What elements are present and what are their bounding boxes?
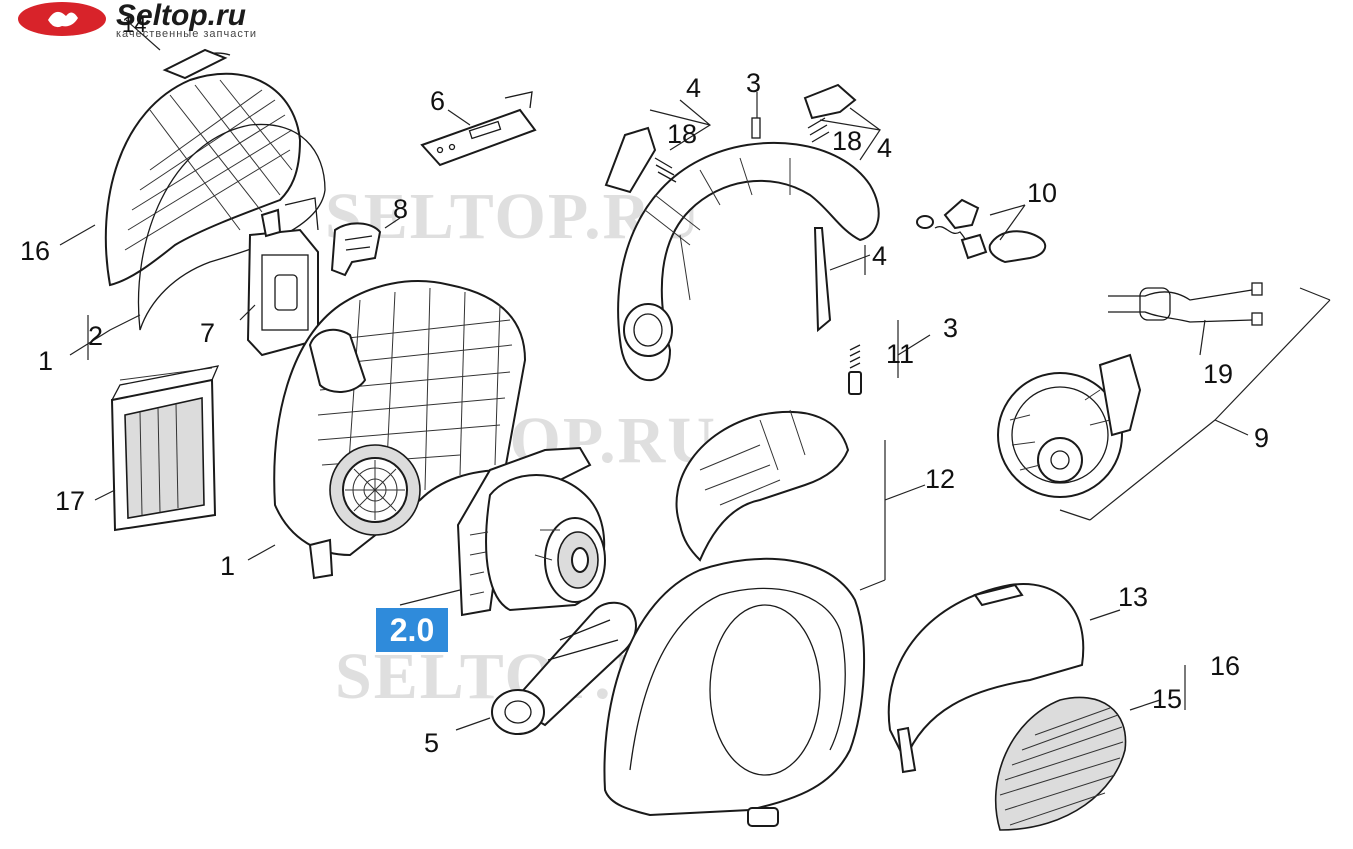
callout-12: 12 [925,464,955,494]
callout-18-right: 18 [832,126,862,156]
callout-9: 9 [1254,423,1269,453]
part-main-housing [273,280,527,580]
part-bracket [330,222,382,277]
part-grille [994,696,1127,831]
part-body-shell [603,557,866,827]
callout-16-left: 16 [20,236,50,266]
callout-4-mid: 4 [872,241,887,271]
part-upper-cover [675,409,850,562]
callout-8: 8 [393,194,408,224]
part-rear-cover [104,48,326,331]
seltop-logo[interactable]: Seltop.ru качественные запчасти [18,0,257,40]
part-air-channel [491,601,637,735]
callout-10: 10 [1027,178,1057,208]
part-bag-holder [246,197,319,357]
part-handle-arch [604,83,880,382]
callout-15: 15 [1152,684,1182,714]
callout-1-bottom: 1 [220,551,235,581]
callout-18-left: 18 [667,119,697,149]
callout-7: 7 [200,318,215,348]
logo-brand: Seltop.ru [116,0,246,32]
part-wiring [1108,282,1263,326]
callout-4-right: 4 [877,133,892,163]
callout-3-top: 3 [746,68,761,98]
part-filter [110,365,220,532]
leader-lines [59,19,1331,731]
part-spring-button [848,344,862,395]
callout-6: 6 [430,86,445,116]
part-wheel-assembly [916,198,1047,264]
callout-5: 5 [424,728,439,758]
part-cable-reel [997,353,1142,498]
logo-fist-icon [48,11,78,28]
callout-19: 19 [1203,359,1233,389]
highlight-badge-2-0[interactable]: 2.0 [376,608,448,652]
part-pcb [420,91,537,167]
callout-16-right: 16 [1210,651,1240,681]
callout-11: 11 [886,339,914,369]
part-motor [456,446,606,617]
callout-1-top: 1 [38,346,53,376]
callout-2: 2 [88,321,103,351]
callout-14: 14 [122,12,146,37]
callout-3-mid: 3 [943,313,958,343]
part-side-cover [887,583,1085,774]
callout-4-left: 4 [686,73,701,103]
callout-17: 17 [55,486,85,516]
logo-tagline: качественные запчасти [116,28,257,40]
callout-13: 13 [1118,582,1148,612]
